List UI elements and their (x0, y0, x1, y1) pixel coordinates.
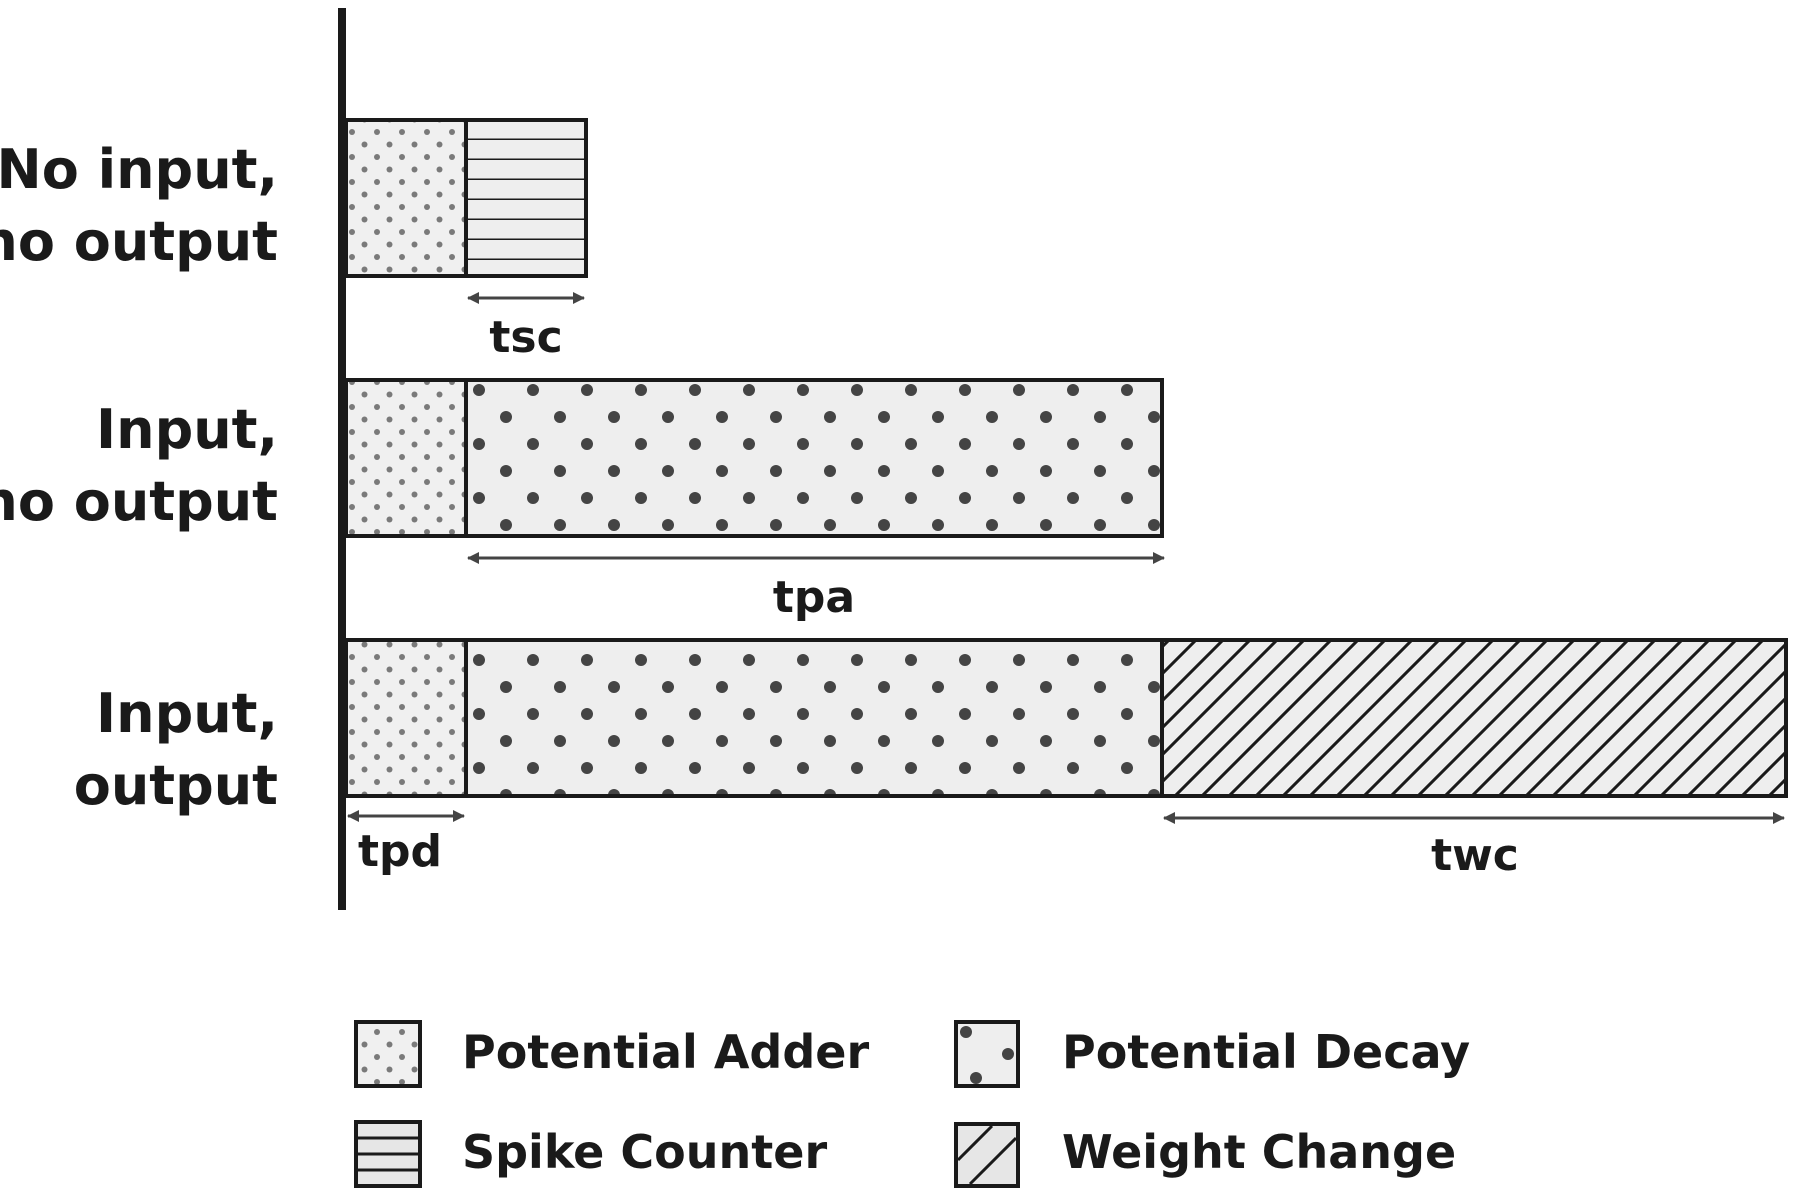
potential-decay-swatch-dot (960, 1026, 972, 1038)
row-label-line: no output (0, 470, 278, 533)
row3-potential-decay-segment (464, 638, 1164, 798)
legend-label-potential-adder: Potential Adder (462, 1025, 869, 1079)
twc-label: twc (1431, 830, 1519, 881)
potential-decay-swatch-dot (1002, 1048, 1014, 1060)
row3-weight-change-segment (1160, 638, 1788, 798)
legend-label-potential-decay: Potential Decay (1062, 1025, 1470, 1079)
legend-item-potential-decay: Potential Decay (954, 1020, 1470, 1088)
row-label-no-input-no-output: No input, (0, 138, 278, 201)
row1-spike-counter-segment (464, 118, 588, 278)
row-label-line: Input, (96, 398, 278, 461)
row-label-line: No input, (0, 138, 278, 201)
row2-potential-decay-segment (464, 378, 1164, 538)
tpd-label: tpd (358, 826, 442, 877)
row-label-no-input-no-output-line2: no output (0, 210, 278, 273)
row-label-input-no-output-line2: no output (0, 470, 278, 533)
legend-item-weight-change: Weight Change (954, 1122, 1456, 1188)
row1-potential-adder-segment (344, 118, 468, 278)
row-label-input-output: Input, (96, 682, 278, 745)
potential-decay-swatch-dot (970, 1072, 982, 1084)
tpa-label: tpa (773, 572, 855, 623)
row3-potential-adder-segment (344, 638, 468, 798)
legend-item-spike-counter: Spike Counter (354, 1120, 827, 1188)
legend-item-potential-adder: Potential Adder (354, 1020, 869, 1088)
weight-change-swatch (954, 1122, 1020, 1188)
legend-label-spike-counter: Spike Counter (462, 1125, 827, 1179)
row-label-input-no-output: Input, (96, 398, 278, 461)
row2-potential-adder-segment (344, 378, 468, 538)
legend-label-weight-change: Weight Change (1062, 1125, 1456, 1179)
potential-adder-swatch (354, 1020, 422, 1088)
tsc-label: tsc (489, 312, 562, 363)
row-label-line: no output (0, 210, 278, 273)
row-label-line: output (74, 754, 278, 817)
weight-change-swatch-hatch (968, 1136, 1018, 1186)
row-label-line: Input, (96, 682, 278, 745)
row-label-input-output-line2: output (74, 754, 278, 817)
weight-change-swatch-hatch (956, 1124, 994, 1162)
legend: Potential Adder Potential Decay Spike Co… (354, 1020, 1470, 1188)
